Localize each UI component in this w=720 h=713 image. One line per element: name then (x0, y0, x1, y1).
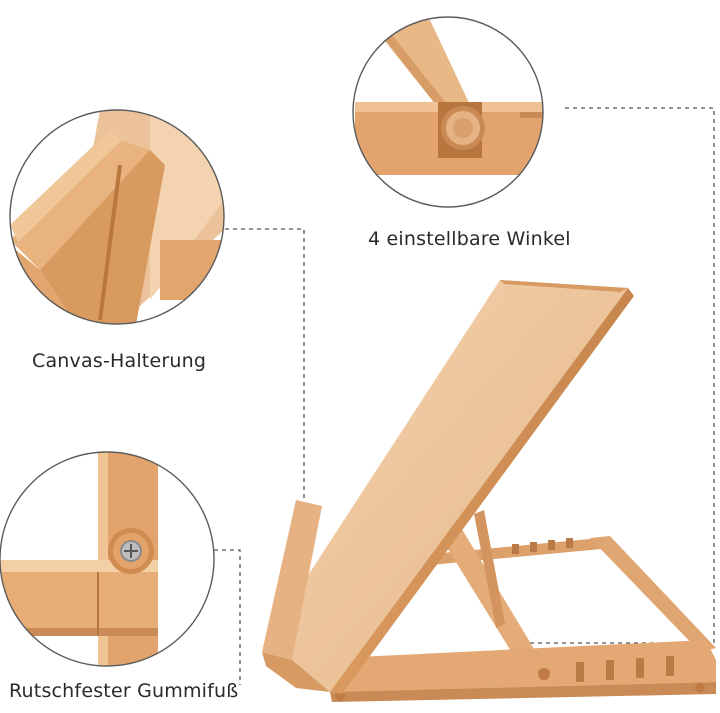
easel-stand (262, 280, 716, 702)
caption-rubber-foot: Rutschfester Gummifuß (9, 680, 239, 702)
dashed-connector-lines (214, 107, 715, 685)
detail-rubber-foot (0, 451, 215, 667)
caption-canvas-holder: Canvas-Halterung (32, 350, 207, 372)
detail-canvas-holder (9, 109, 225, 325)
detail-angle-adjustment (352, 16, 544, 208)
caption-angle-adjustment: 4 einstellbare Winkel (368, 228, 571, 250)
